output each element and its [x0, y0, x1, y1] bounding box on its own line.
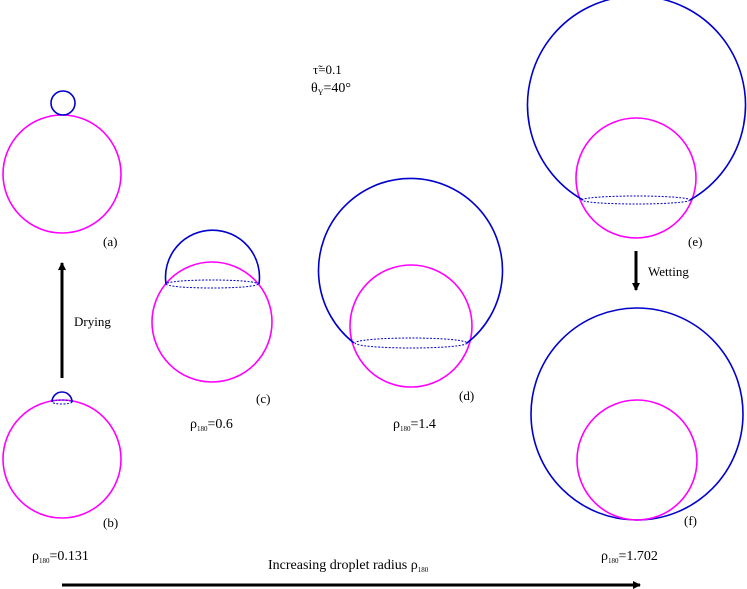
rho-symbol-f: ρ	[601, 549, 608, 564]
rho-symbol-c: ρ	[190, 417, 197, 432]
tau-label: τ̃=0.1	[313, 62, 342, 77]
rho-sub-d: 180	[400, 425, 411, 433]
theta-value: =40°	[324, 81, 352, 96]
rho-symbol-b: ρ	[32, 549, 39, 564]
increasing-radius-text: Increasing droplet radius	[268, 558, 411, 573]
rho-value-b: =0.131	[50, 549, 89, 564]
rho-value-d: =1.4	[411, 417, 436, 432]
rho-sub-bottom: 180	[418, 566, 429, 574]
drying-label: Drying	[74, 314, 111, 329]
increasing-radius-label: Increasing droplet radius ρ180	[268, 558, 429, 574]
droplet-circle-d	[317, 177, 504, 344]
rho-value-c: =0.6	[208, 417, 233, 432]
contact-line-d	[354, 337, 468, 349]
rho-value-f: =1.702	[619, 549, 658, 564]
panel-f: (f)	[530, 307, 744, 528]
droplet-cap-c	[164, 229, 261, 285]
droplet-circle-a	[50, 90, 76, 116]
theta-symbol: θ	[311, 81, 318, 96]
droplet-circle-e	[526, 0, 747, 201]
rho-c: ρ180=0.6	[190, 417, 233, 433]
rho-b: ρ180=0.131	[32, 549, 89, 565]
wetting-label: Wetting	[648, 264, 689, 279]
particle-circle-a	[2, 114, 122, 234]
panel-c: (c)	[151, 229, 273, 406]
panel-label-d: (d)	[459, 388, 474, 403]
panel-label-a: (a)	[103, 234, 117, 249]
theta-label: θY=40°	[311, 81, 351, 97]
particle-circle-f	[576, 399, 698, 521]
panel-b: (b)	[2, 391, 122, 530]
rho-f: ρ180=1.702	[601, 549, 658, 565]
contact-line-b	[51, 399, 73, 405]
particle-circle-b	[2, 399, 122, 519]
panel-label-f: (f)	[684, 513, 697, 528]
droplet-circle-f	[530, 307, 744, 521]
panel-label-c: (c)	[256, 391, 270, 406]
rho-d: ρ180=1.4	[393, 417, 436, 433]
rho-sub-b: 180	[39, 557, 50, 565]
panel-e: (e)	[526, 0, 747, 249]
rho-symbol-bottom: ρ	[411, 558, 418, 573]
rho-symbol-d: ρ	[393, 417, 400, 432]
contact-line-e	[581, 195, 691, 205]
rho-sub-c: 180	[197, 425, 208, 433]
particle-circle-d	[349, 264, 473, 388]
droplet-cap-b	[51, 391, 73, 403]
panel-label-e: (e)	[688, 234, 702, 249]
contact-line-c	[165, 279, 259, 289]
panel-d: (d)	[317, 177, 504, 403]
panel-a: (a)	[2, 90, 122, 249]
particle-circle-e	[575, 117, 697, 239]
particle-circle-c	[151, 261, 273, 383]
theta-subscript: Y	[318, 88, 324, 97]
panel-label-b: (b)	[103, 515, 118, 530]
rho-sub-f: 180	[608, 557, 619, 565]
